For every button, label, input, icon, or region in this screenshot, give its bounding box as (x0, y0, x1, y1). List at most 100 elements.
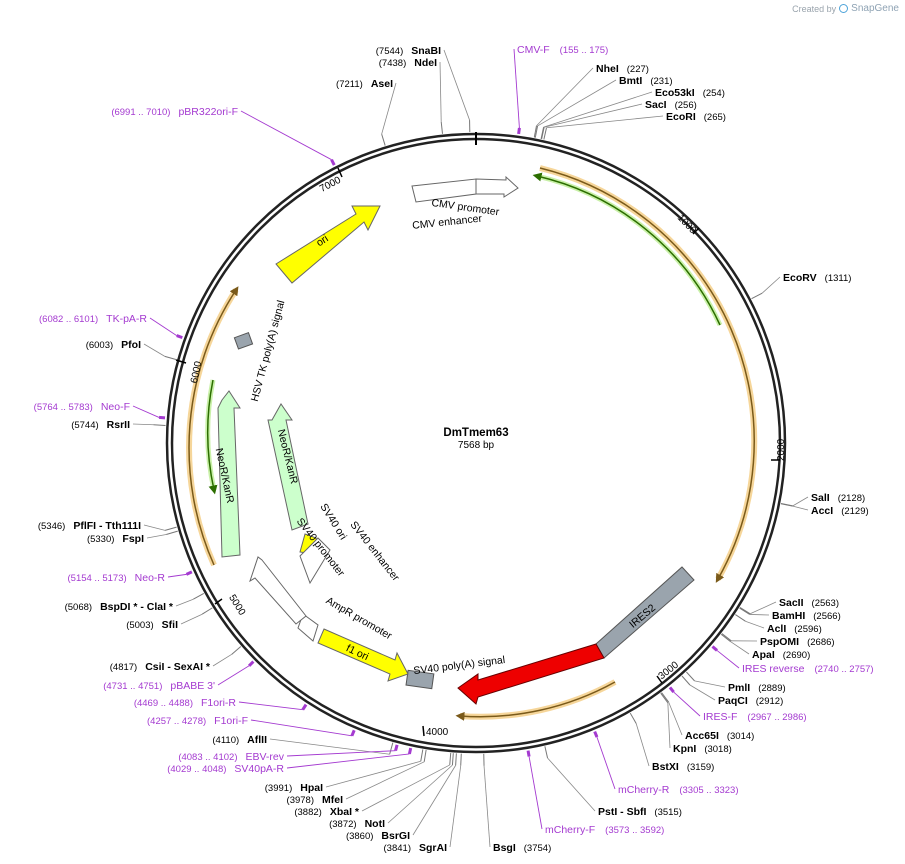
primer-range: (4083 .. 4102) (178, 752, 237, 763)
site-tick (735, 614, 746, 622)
restriction-site[interactable]: NdeI(7438) (379, 57, 443, 134)
site-leader (761, 276, 781, 294)
feature-neor-inner[interactable] (267, 403, 309, 531)
restriction-site[interactable]: SacI(256) (541, 99, 697, 140)
site-tick (455, 753, 457, 766)
feature-sv40-enhancer[interactable] (299, 537, 331, 585)
restriction-site[interactable]: PspOMI(2686) (721, 633, 835, 648)
snapgene-logo-icon (839, 4, 849, 13)
restriction-site[interactable]: BsrGI(3860) (346, 753, 457, 842)
site-leader (543, 91, 653, 128)
site-leader (212, 653, 232, 667)
primer-binding-site[interactable]: mCherry-F(3573 .. 3592) (526, 750, 664, 836)
restriction-site[interactable]: AclI(2596) (735, 614, 822, 635)
primer-binding-site[interactable]: SV40pA-R(4029 .. 4048) (167, 747, 413, 775)
restriction-site[interactable]: BamHI(2566) (739, 607, 841, 622)
primer-range: (5764 .. 5783) (34, 402, 93, 413)
site-name: Acc65I (685, 730, 719, 742)
restriction-site[interactable]: SalI(2128) (780, 492, 865, 507)
restriction-site[interactable]: SnaBI(7544) (376, 45, 471, 133)
tick-mark-4000 (422, 725, 425, 737)
orf-arc-left-line (188, 286, 239, 566)
site-name: ApaI (752, 649, 775, 661)
restriction-site[interactable]: KpnI(3018) (660, 692, 732, 755)
restriction-site[interactable]: EcoRV(1311) (751, 272, 852, 300)
restriction-site[interactable]: SacII(2563) (739, 597, 839, 615)
primer-binding-site[interactable]: EBV-rev (4083 .. 4102) (178, 744, 399, 763)
tick-mark-7000 (337, 167, 343, 178)
restriction-site[interactable]: NotI(3872) (329, 753, 454, 830)
primer-binding-site[interactable]: Neo-R(5154 .. 5173) (68, 570, 193, 584)
primer-binding-site[interactable]: pBABE 3'(4731 .. 4751) (103, 660, 255, 692)
restriction-site[interactable]: PmlI(2889) (686, 671, 786, 694)
restriction-site[interactable]: BsgI(3754) (483, 753, 551, 854)
site-position: (231) (650, 76, 672, 87)
site-leader (635, 723, 650, 767)
restriction-site[interactable]: BmtI(231) (534, 75, 673, 138)
restriction-site[interactable]: HpaI(3991) (265, 749, 424, 794)
restriction-site[interactable]: PstI - SbfI(3515) (544, 746, 682, 818)
restriction-site[interactable]: XbaI *(3882) (294, 752, 452, 818)
restriction-site[interactable]: ApaI(2690) (720, 633, 810, 661)
site-name: BsgI (493, 842, 516, 854)
site-tick (201, 607, 213, 615)
site-position: (2566) (813, 611, 840, 622)
primer-binding-site[interactable]: IRES reverse(2740 .. 2757) (711, 645, 874, 675)
restriction-site[interactable]: SgrAI(3841) (384, 753, 462, 854)
label-sv40-ori: SV40 ori (317, 502, 349, 543)
feature-ori[interactable] (275, 205, 381, 284)
plasmid-name: DmTmem63 (443, 427, 508, 439)
tick-label-4000: 4000 (426, 727, 449, 738)
primer-leader (250, 719, 352, 737)
restriction-site[interactable]: MfeI(3978) (287, 749, 427, 806)
primer-name: TK-pA-R (106, 313, 147, 325)
primer-binding-site[interactable]: mCherry-R(3305 .. 3323) (593, 730, 739, 796)
restriction-site[interactable]: PaqCI(2912) (681, 675, 783, 707)
site-name: PstI - SbfI (598, 806, 647, 818)
primer-binding-site[interactable]: pBR322ori-F(6991 .. 7010) (111, 106, 336, 166)
primer-binding-site[interactable]: F1ori-R(4469 .. 4488) (134, 697, 308, 711)
restriction-site[interactable]: EcoRI(265) (543, 111, 726, 140)
feature-mcherry[interactable] (457, 643, 605, 705)
green-arc-right-line (532, 172, 721, 326)
restriction-site[interactable]: AflII(4110) (212, 734, 394, 755)
primer-leader (286, 750, 396, 757)
restriction-site[interactable]: CsiI - SexAI *(4817) (110, 646, 242, 673)
restriction-site[interactable]: SfiI(5003) (126, 607, 213, 631)
restriction-site[interactable]: NheI(227) (533, 63, 649, 138)
restriction-site[interactable]: AseI(7211) (336, 78, 397, 146)
primer-binding-site[interactable]: Neo-F(5764 .. 5783) (34, 401, 166, 420)
restriction-site[interactable]: PflFI - Tth111I(5346) (38, 520, 177, 532)
primer-binding-site[interactable]: TK-pA-R(6082 .. 6101) (39, 313, 183, 340)
primer-leader (238, 701, 303, 711)
feature-hsv-tk-polya[interactable] (233, 331, 254, 350)
site-leader (143, 524, 166, 531)
green-arc-right (536, 173, 723, 327)
primer-binding-site[interactable]: IRES-F(2967 .. 2986) (668, 686, 807, 723)
site-leader (667, 702, 671, 749)
primer-binding-site[interactable]: F1ori-F(4257 .. 4278) (147, 715, 356, 737)
restriction-site[interactable]: AccI(2129) (780, 503, 869, 517)
feature-sv40-polya[interactable] (405, 669, 435, 690)
primer-leader (167, 573, 187, 578)
primer-binding-site[interactable]: CMV-F(155 .. 175) (513, 44, 608, 135)
restriction-site[interactable]: FspI(5330) (87, 530, 178, 545)
site-tick (544, 746, 549, 759)
feature-cmv-promoter[interactable] (475, 175, 519, 198)
restriction-site[interactable]: PfoI(6003) (86, 339, 177, 361)
primer-leader (673, 691, 701, 717)
restriction-site[interactable]: BspDI * - ClaI *(5068) (65, 592, 205, 613)
site-position: (2596) (794, 624, 821, 635)
feature-neor-outer[interactable] (217, 390, 241, 558)
site-leader (694, 680, 726, 688)
restriction-site[interactable]: BstXI(3159) (629, 712, 714, 773)
primer-name: EBV-rev (245, 751, 284, 763)
restriction-site[interactable]: RsrII(5744) (71, 419, 166, 431)
feature-ampr-promoter[interactable] (297, 613, 319, 642)
restriction-site[interactable]: Eco53kI(254) (540, 87, 725, 139)
restriction-site[interactable]: Acc65I(3014) (661, 692, 755, 742)
site-position: (5330) (87, 534, 114, 545)
feature-f1-ori[interactable] (317, 628, 409, 682)
feature-sv40-promoter[interactable] (249, 556, 307, 625)
site-tick (423, 749, 427, 762)
